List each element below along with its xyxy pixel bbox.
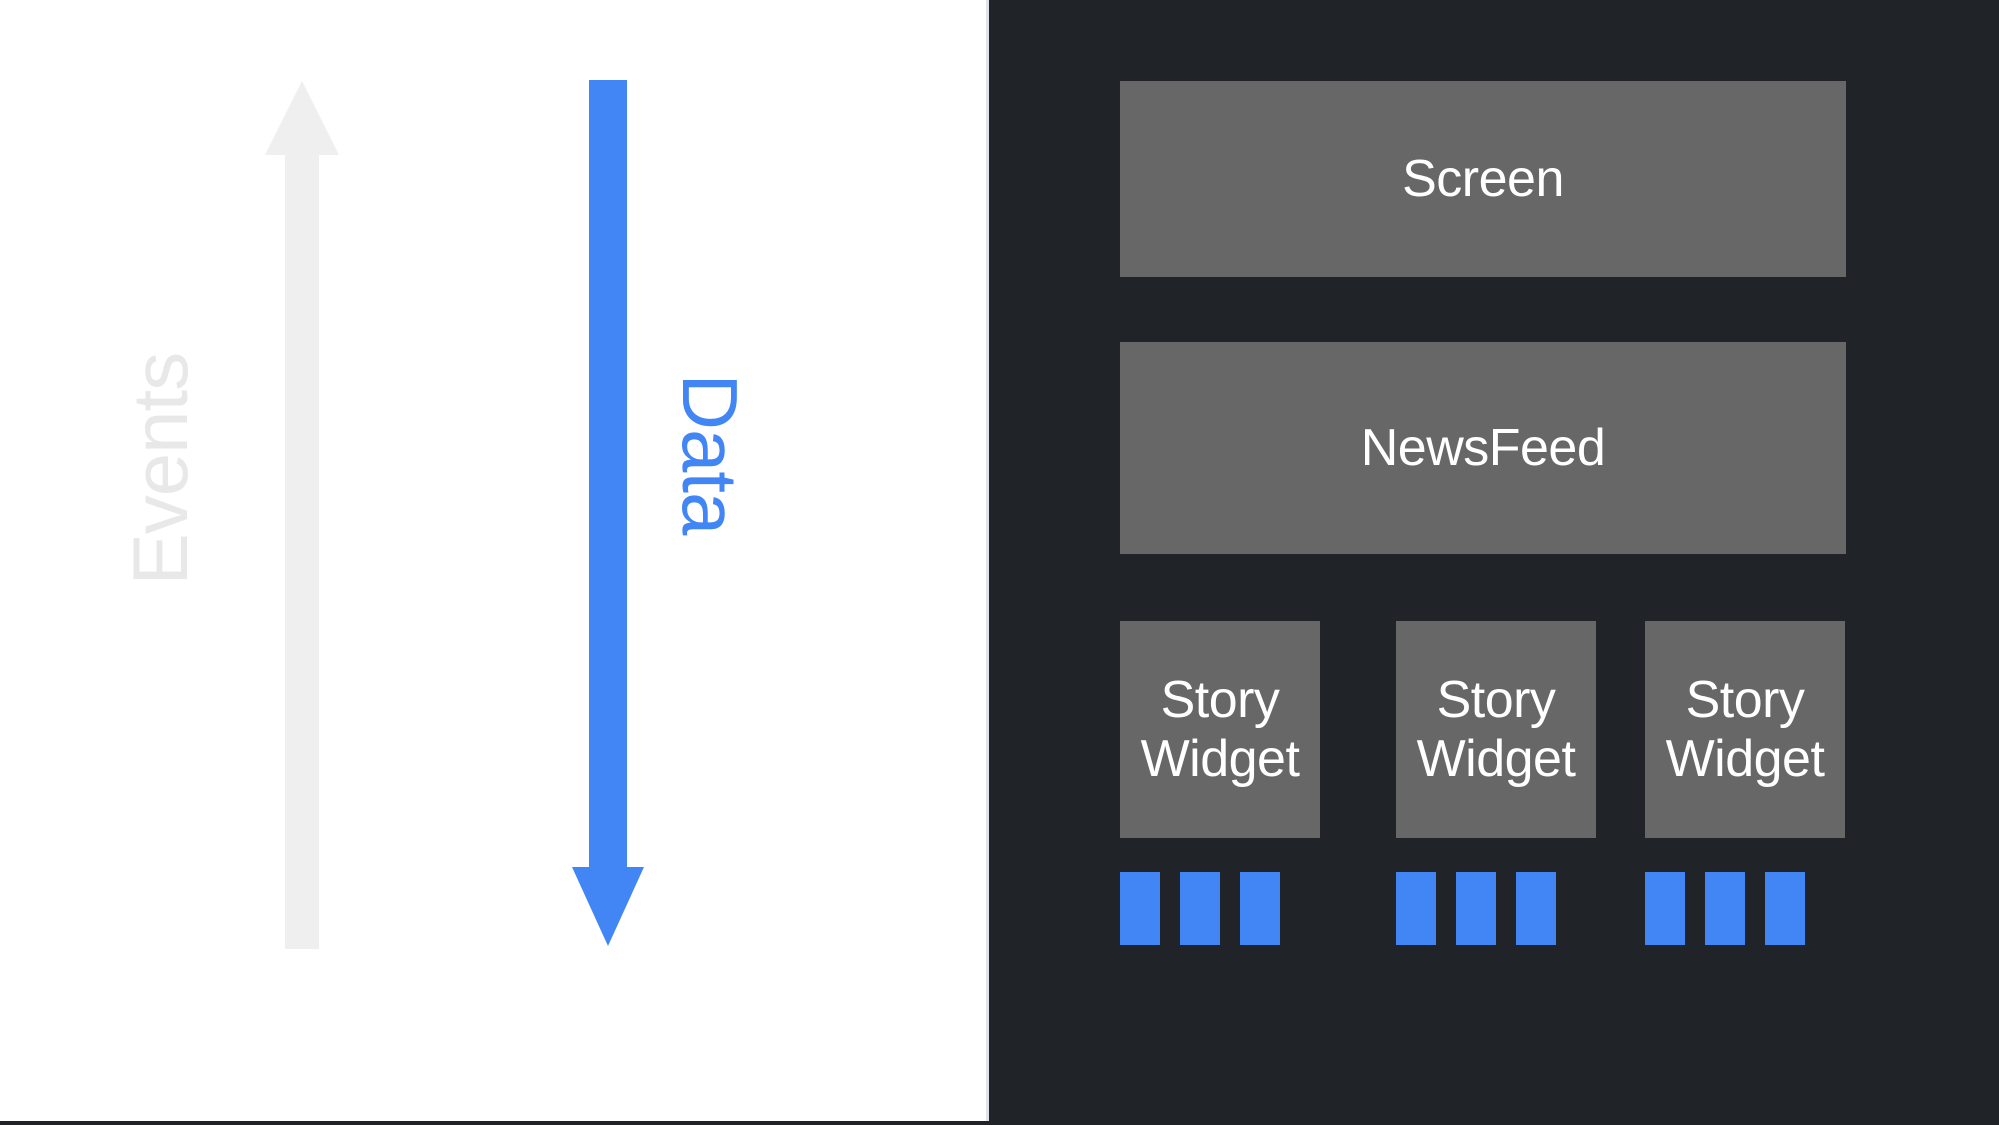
arrow-up-icon (265, 81, 339, 949)
data-label: Data (666, 373, 754, 535)
node-story-widget[interactable]: Story Widget (1396, 621, 1596, 838)
data-arrow (572, 80, 644, 946)
events-label: Events (116, 352, 204, 586)
tick-block (1456, 872, 1496, 945)
node-story-widget-label: Story Widget (1666, 671, 1825, 787)
story-label-line2: Widget (1416, 729, 1576, 788)
tick-block (1765, 872, 1805, 945)
story-label-line1: Story (1685, 671, 1805, 730)
story-label-line2: Widget (1665, 729, 1825, 788)
tick-block (1240, 872, 1280, 945)
node-newsfeed-label: NewsFeed (1360, 418, 1606, 477)
arrow-down-icon (572, 80, 644, 946)
story-widget-tick-row (1396, 872, 1556, 945)
story-label-line1: Story (1160, 671, 1280, 730)
node-screen[interactable]: Screen (1120, 81, 1846, 277)
story-widget-tick-row (1120, 872, 1280, 945)
flow-pane: Events Data (0, 0, 989, 1121)
story-label-line2: Widget (1140, 729, 1300, 788)
events-arrow (265, 81, 339, 949)
tick-block (1180, 872, 1220, 945)
architecture-pane: Screen NewsFeed Story Widget Story Widge… (989, 0, 1999, 1121)
node-story-widget-label: Story Widget (1141, 671, 1300, 787)
node-story-widget-label: Story Widget (1417, 671, 1576, 787)
tick-block (1645, 872, 1685, 945)
story-widget-tick-row (1645, 872, 1805, 945)
tick-block (1516, 872, 1556, 945)
tick-block (1705, 872, 1745, 945)
tick-block (1120, 872, 1160, 945)
node-screen-label: Screen (1402, 149, 1564, 208)
node-story-widget[interactable]: Story Widget (1120, 621, 1320, 838)
node-newsfeed[interactable]: NewsFeed (1120, 342, 1846, 554)
story-label-line1: Story (1436, 671, 1556, 730)
node-story-widget[interactable]: Story Widget (1645, 621, 1845, 838)
tick-block (1396, 872, 1436, 945)
